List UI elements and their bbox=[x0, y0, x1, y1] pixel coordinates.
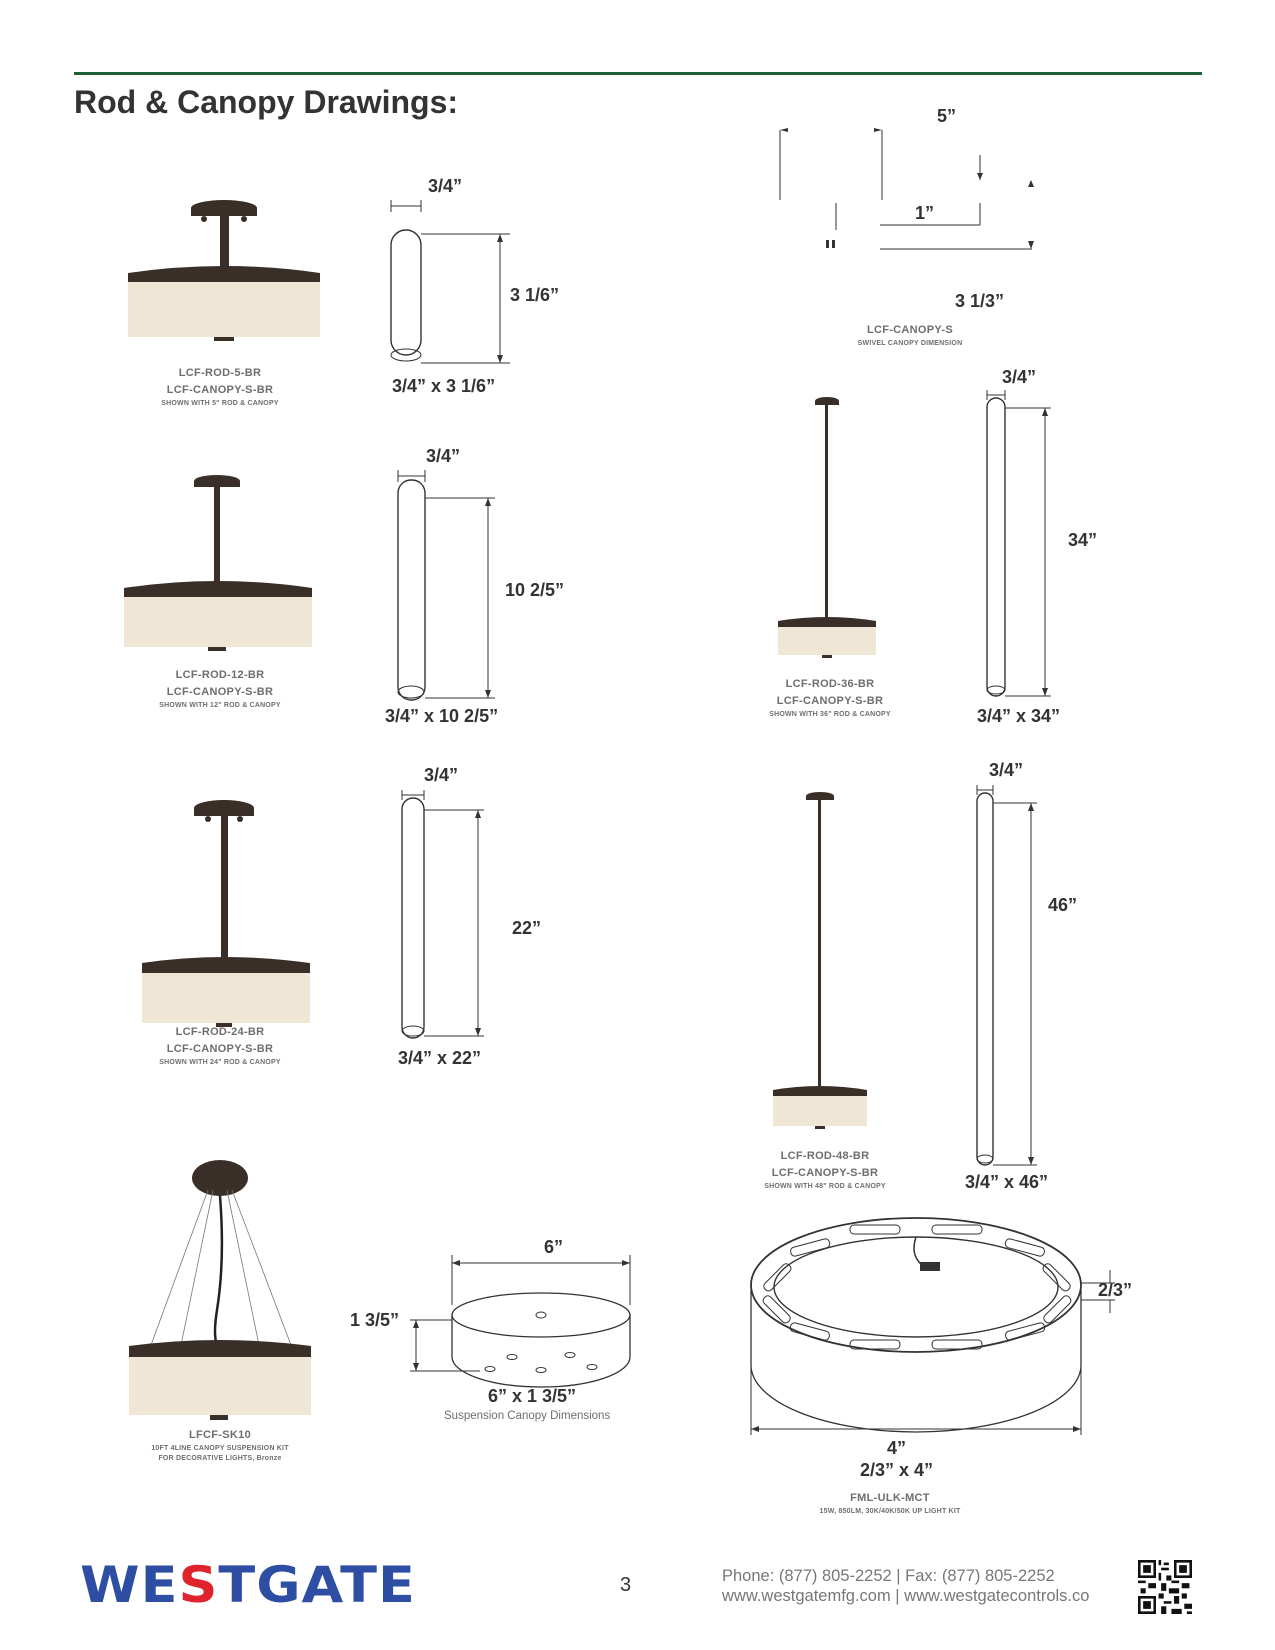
canopy-width-label: 6” bbox=[544, 1237, 564, 1257]
product-caption-rod24: LCF-ROD-24-BR LCF-CANOPY-S-BR SHOWN WITH… bbox=[159, 1026, 281, 1066]
rod1-width-label: 3/4” bbox=[428, 176, 463, 196]
page-title: Rod & Canopy Drawings: bbox=[74, 84, 459, 120]
rod3-size-label: 3/4” x 22” bbox=[398, 1048, 482, 1068]
qr-code-icon bbox=[1138, 1560, 1192, 1614]
fixture-rod48-image bbox=[773, 792, 867, 1129]
fixture-rod36-image bbox=[778, 397, 876, 658]
product-caption-rod36: LCF-ROD-36-BR LCF-CANOPY-S-BR SHOWN WITH… bbox=[769, 678, 891, 718]
rod5-size-label: 3/4” x 46” bbox=[965, 1172, 1049, 1192]
uplight-kit-drawing bbox=[750, 1217, 1115, 1435]
header-rule bbox=[74, 72, 1202, 75]
product-caption-rod12: LCF-ROD-12-BR LCF-CANOPY-S-BR SHOWN WITH… bbox=[159, 669, 281, 709]
fixture-rod5-image bbox=[128, 200, 320, 341]
product-caption-rod5: LCF-ROD-5-BR LCF-CANOPY-S-BR SHOWN WITH … bbox=[161, 367, 279, 407]
uplight-width-label: 4” bbox=[887, 1438, 907, 1458]
swivel-dim-mid: 1” bbox=[915, 203, 935, 223]
swivel-caption: LCF-CANOPY-S SWIVEL CANOPY DIMENSION bbox=[857, 324, 963, 347]
rod2-length-label: 10 2/5” bbox=[505, 580, 565, 600]
swivel-dim-bottom: 3 1/3” bbox=[955, 291, 1005, 311]
swivel-dim-top: 5” bbox=[937, 106, 957, 126]
westgate-logo: WESTGATE bbox=[80, 1556, 416, 1614]
page-number: 3 bbox=[620, 1574, 632, 1596]
uplight-caption: FML-ULK-MCT 15W, 850LM, 30K/40K/50K UP L… bbox=[819, 1492, 961, 1515]
rod4-width-label: 3/4” bbox=[1002, 367, 1037, 387]
product-caption-sk10: LFCF-SK10 10FT 4LINE CANOPY SUSPENSION K… bbox=[151, 1429, 289, 1462]
product-caption-rod48: LCF-ROD-48-BR LCF-CANOPY-S-BR SHOWN WITH… bbox=[764, 1150, 886, 1190]
rod2-width-label: 3/4” bbox=[426, 446, 461, 466]
fixture-rod24-image bbox=[142, 800, 310, 1027]
rod5-drawing bbox=[976, 785, 1037, 1166]
rod3-length-label: 22” bbox=[512, 918, 542, 938]
uplight-size-label: 2/3” x 4” bbox=[860, 1460, 934, 1480]
rod1-size-label: 3/4” x 3 1/6” bbox=[392, 376, 496, 396]
rod2-drawing bbox=[397, 470, 495, 701]
phone-fax-line: Phone: (877) 805-2252 | Fax: (877) 805-2… bbox=[722, 1567, 1055, 1585]
canopy-height-label: 1 3/5” bbox=[350, 1310, 400, 1330]
rod4-drawing bbox=[986, 390, 1051, 697]
rod4-size-label: 3/4” x 34” bbox=[977, 706, 1061, 726]
contact-info: Phone: (877) 805-2252 | Fax: (877) 805-2… bbox=[722, 1566, 1089, 1606]
rod5-width-label: 3/4” bbox=[989, 760, 1024, 780]
rod3-drawing bbox=[401, 790, 484, 1039]
uplight-height-label: 2/3” bbox=[1098, 1280, 1133, 1300]
rod3-width-label: 3/4” bbox=[424, 765, 459, 785]
fixture-rod12-image bbox=[124, 475, 312, 651]
website-line[interactable]: www.westgatemfg.com | www.westgatecontro… bbox=[722, 1587, 1090, 1605]
canopy-subtitle: Suspension Canopy Dimensions bbox=[444, 1410, 611, 1422]
rod1-length-label: 3 1/6” bbox=[510, 285, 560, 305]
rod5-length-label: 46” bbox=[1048, 895, 1078, 915]
rod1-drawing bbox=[390, 200, 510, 364]
canopy-size-label: 6” x 1 3/5” bbox=[488, 1386, 577, 1406]
fixture-sk10-image bbox=[129, 1160, 311, 1420]
suspension-canopy-drawing bbox=[410, 1255, 631, 1388]
rod2-size-label: 3/4” x 10 2/5” bbox=[385, 706, 499, 726]
swivel-canopy-drawing bbox=[779, 128, 1034, 250]
rod4-length-label: 34” bbox=[1068, 530, 1098, 550]
